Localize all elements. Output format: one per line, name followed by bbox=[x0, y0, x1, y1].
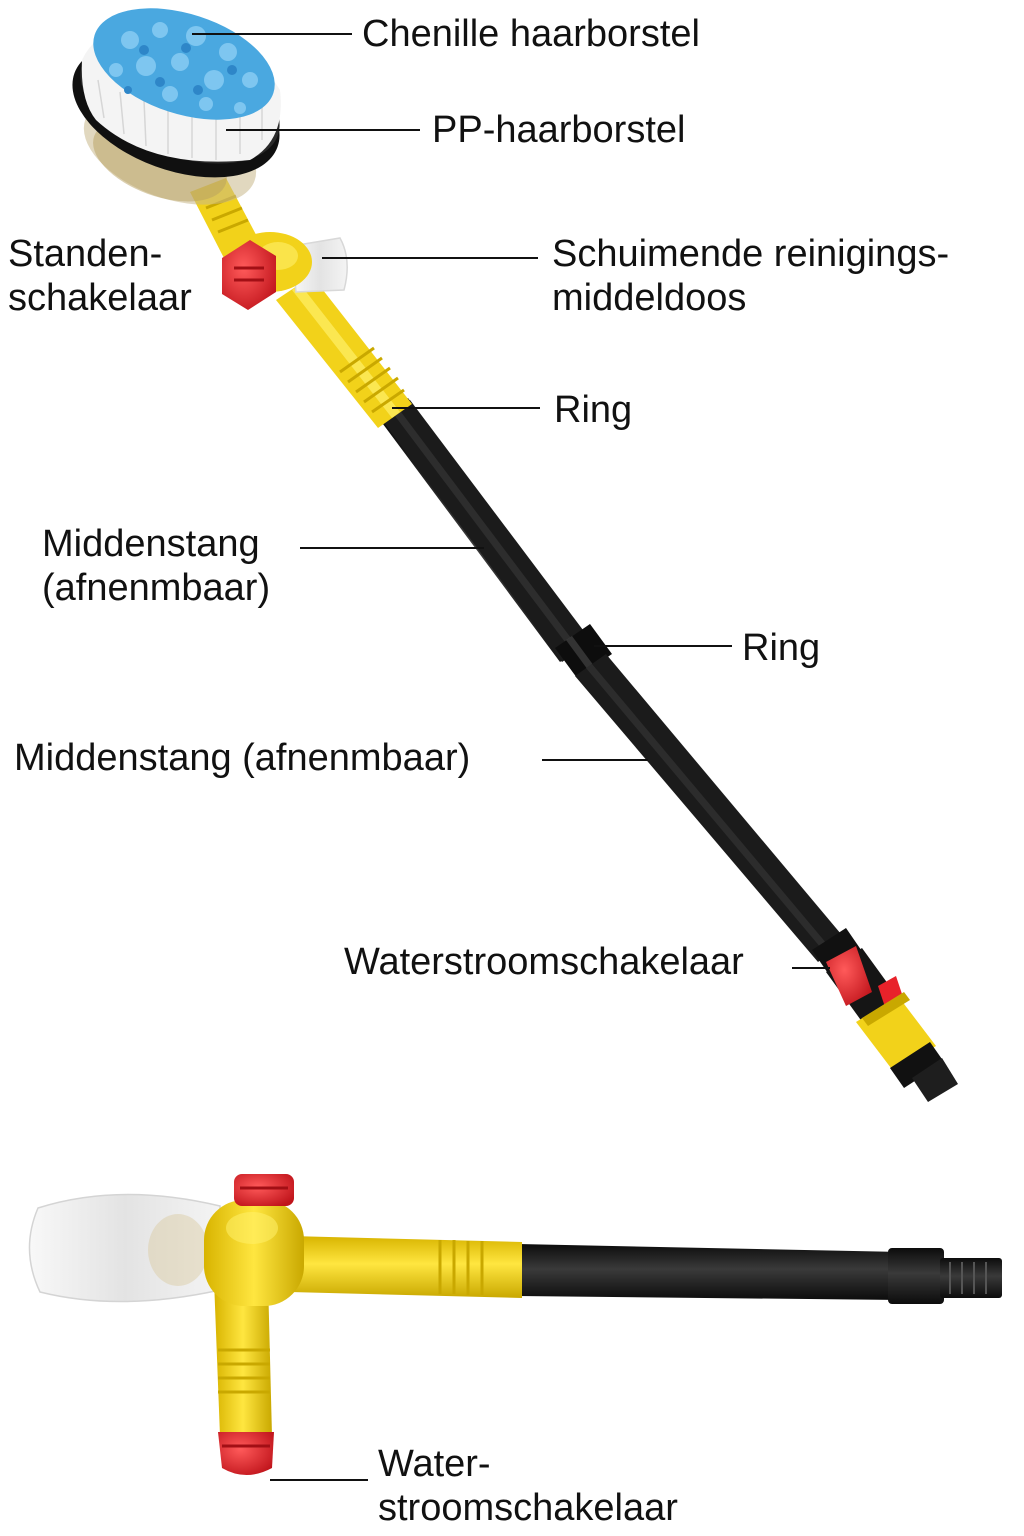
bottom-black-rod bbox=[518, 1244, 1002, 1304]
bottom-foam-cup bbox=[28, 1193, 221, 1303]
label-chenille-brush: Chenille haarborstel bbox=[362, 13, 700, 55]
label-middle-rod: Middenstang (afnenmbaar) bbox=[42, 522, 270, 610]
water-switch-assembly bbox=[812, 928, 958, 1102]
label-foam-line2: middeldoos bbox=[552, 277, 747, 319]
chenille-pad bbox=[93, 8, 275, 120]
bottom-position-switch-knob bbox=[234, 1174, 294, 1206]
label-middle-rod-line1: Middenstang bbox=[42, 523, 260, 565]
label-ring-mid: Ring bbox=[742, 627, 821, 669]
position-switch-knob bbox=[222, 240, 276, 310]
bottom-yellow-hub bbox=[204, 1200, 304, 1306]
label-middle-rod-full: Middenstang (afnenmbaar) bbox=[14, 737, 471, 779]
label-ring-top: Ring bbox=[554, 389, 633, 431]
label-position-switch-line2: schakelaar bbox=[8, 277, 192, 319]
bottom-yellow-shaft bbox=[290, 1236, 522, 1298]
yellow-shaft bbox=[190, 178, 412, 428]
label-middle-rod-line2: (afnenmbaar) bbox=[42, 567, 271, 609]
label-water-bottom-line1: Water- bbox=[378, 1443, 491, 1485]
label-water-switch-bottom: Water- stroomschakelaar bbox=[378, 1442, 678, 1530]
upper-middle-rod bbox=[380, 398, 592, 662]
label-position-switch: Standen- schakelaar bbox=[8, 232, 192, 320]
ring-mid-collar bbox=[555, 624, 612, 678]
bottom-vertical-tube bbox=[214, 1280, 272, 1436]
label-water-switch: Waterstroomschakelaar bbox=[344, 941, 744, 983]
label-foam-line1: Schuimende reinigings- bbox=[552, 233, 950, 275]
label-position-switch-line1: Standen- bbox=[8, 233, 163, 275]
bottom-water-switch-cap bbox=[218, 1432, 274, 1475]
label-water-bottom-line2: stroomschakelaar bbox=[378, 1487, 678, 1529]
label-pp-brush: PP-haarborstel bbox=[432, 109, 686, 151]
lower-middle-rod bbox=[575, 654, 846, 962]
label-foam-detergent-box: Schuimende reinigings- middeldoos bbox=[552, 232, 949, 320]
leader-lines bbox=[192, 33, 830, 1481]
